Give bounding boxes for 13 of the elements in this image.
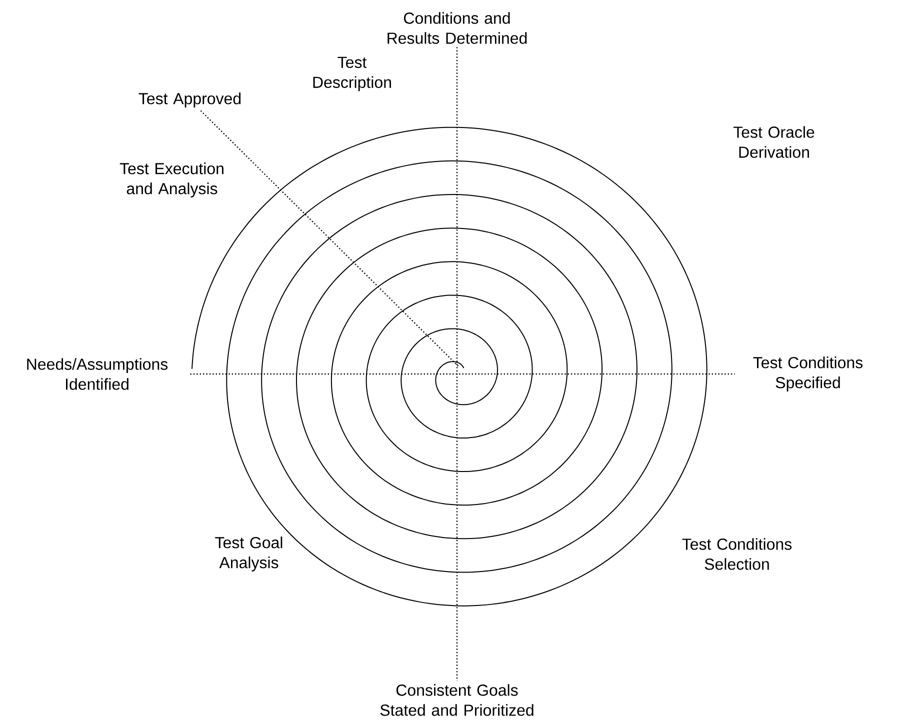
dotted-line <box>200 110 460 368</box>
axis-label: Consistent Goals Stated and Prioritized <box>380 684 534 716</box>
phase-label: Test Goal Analysis <box>215 536 282 572</box>
phase-label: Test Description <box>313 56 391 92</box>
dotted-line <box>456 47 458 681</box>
phase-label: Test Execution and Analysis <box>120 162 224 198</box>
axis-label: Needs/Assumptions Identified <box>27 358 168 390</box>
dotted-line <box>190 373 735 375</box>
phase-label: Test Conditions Selection <box>682 538 792 570</box>
phase-label: Test Oracle Derivation <box>733 126 814 158</box>
axis-label: Test Approved <box>138 92 241 108</box>
axis-label: Test Conditions Specified <box>753 356 863 392</box>
axis-label: Conditions and Results Determined <box>388 12 527 44</box>
